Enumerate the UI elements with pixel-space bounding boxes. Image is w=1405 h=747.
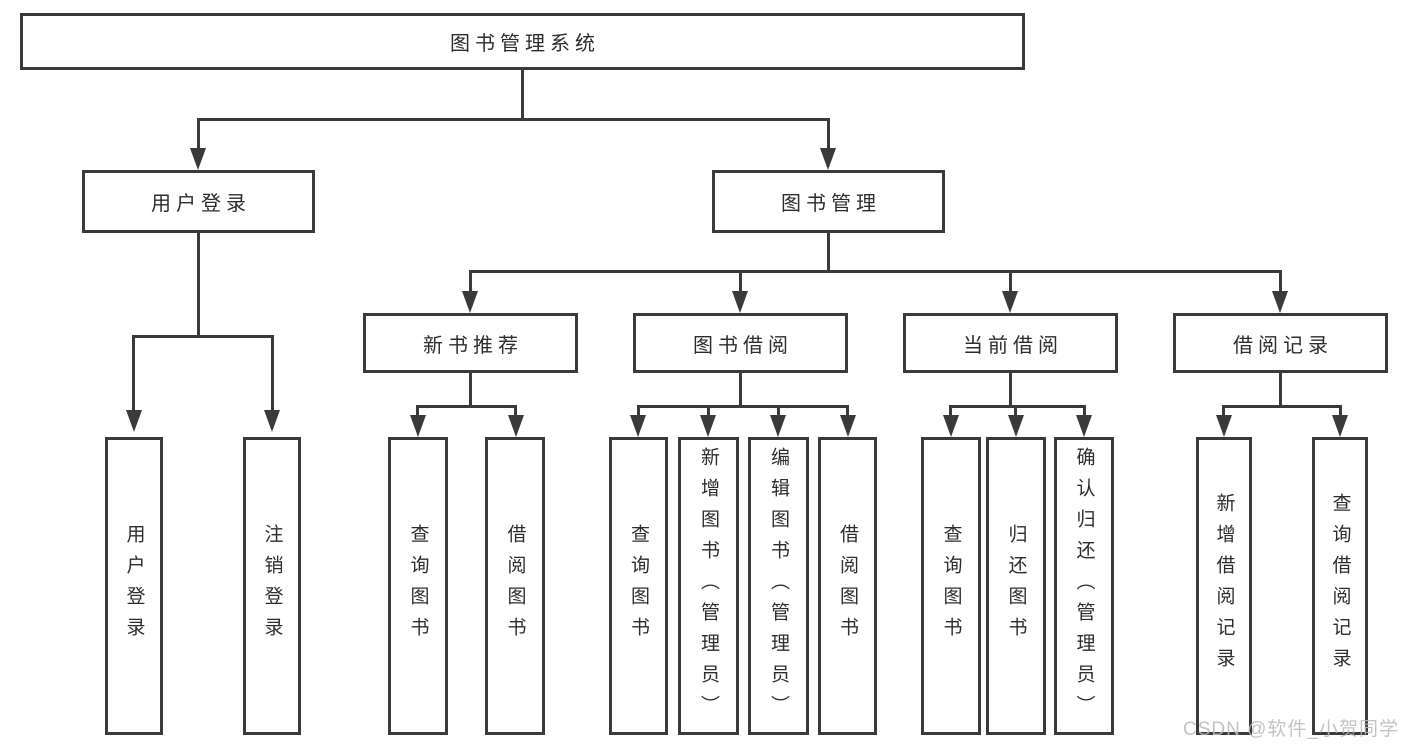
- leaf-edit-book-admin: 编辑图书（管理员）: [748, 437, 809, 735]
- arrowhead-down-icon: [1008, 415, 1024, 437]
- connector-shaft: [271, 335, 274, 412]
- node-label: 编辑图书（管理员）: [768, 446, 789, 726]
- leaf-borrow-books-recommend: 借阅图书: [485, 437, 545, 735]
- connector-level2-bar: [197, 118, 830, 121]
- arrowhead-down-icon: [840, 415, 856, 437]
- connector-shaft: [1083, 405, 1086, 419]
- leaf-confirm-return-admin: 确认归还（管理员）: [1054, 437, 1114, 735]
- connector-new-book-bar: [416, 405, 517, 408]
- arrowhead-down-icon: [508, 415, 524, 437]
- connector-shaft: [949, 405, 952, 419]
- node-label: 查询图书: [407, 524, 429, 648]
- connector-level3-bar: [469, 270, 1282, 273]
- connector-new-book-stub: [469, 373, 472, 405]
- connector-shaft: [637, 405, 640, 419]
- leaf-return-book: 归还图书: [986, 437, 1046, 735]
- connector-book-borrow-stub: [739, 373, 742, 405]
- connector-shaft: [1279, 270, 1282, 294]
- leaf-borrow-books: 借阅图书: [818, 437, 877, 735]
- arrowhead-down-icon: [462, 291, 478, 313]
- connector-current-borrow-bar: [949, 405, 1086, 408]
- connector-shaft: [469, 270, 472, 294]
- node-label: 新增借阅记录: [1213, 493, 1235, 679]
- arrowhead-down-icon: [264, 410, 280, 432]
- arrowhead-down-icon: [630, 415, 646, 437]
- node-label: 查询借阅记录: [1329, 493, 1351, 679]
- node-current-borrow: 当前借阅: [903, 313, 1118, 373]
- connector-shaft: [197, 118, 200, 150]
- leaf-query-books-borrow: 查询图书: [609, 437, 668, 735]
- node-label: 图书借阅: [693, 334, 793, 357]
- leaf-add-borrow-record: 新增借阅记录: [1196, 437, 1252, 735]
- node-label: 新增图书（管理员）: [698, 446, 719, 726]
- connector-borrow-records-bar: [1222, 405, 1342, 408]
- leaf-user-login: 用户登录: [105, 437, 163, 735]
- connector-shaft: [1222, 405, 1225, 419]
- node-label: 归还图书: [1005, 524, 1027, 648]
- connector-user-login-bar: [132, 335, 274, 338]
- node-label: 新书推荐: [423, 334, 523, 357]
- connector-shaft: [846, 405, 849, 419]
- arrowhead-down-icon: [1076, 415, 1092, 437]
- connector-borrow-records-stub: [1279, 373, 1282, 405]
- arrowhead-down-icon: [190, 148, 206, 170]
- connector-shaft: [707, 405, 710, 419]
- node-label: 查询图书: [940, 524, 962, 648]
- arrowhead-down-icon: [1272, 291, 1288, 313]
- node-label: 借阅图书: [837, 524, 858, 648]
- connector-shaft: [514, 405, 517, 419]
- connector-shaft: [1014, 405, 1017, 419]
- node-borrow-records: 借阅记录: [1173, 313, 1388, 373]
- node-label: 确认归还（管理员）: [1073, 446, 1095, 726]
- watermark: CSDN @软件_小贺同学: [1183, 719, 1399, 740]
- node-label: 当前借阅: [963, 334, 1063, 357]
- connector-book-borrow-bar: [637, 405, 849, 408]
- arrowhead-down-icon: [770, 415, 786, 437]
- arrowhead-down-icon: [820, 148, 836, 170]
- node-root: 图书管理系统: [20, 13, 1025, 70]
- node-label: 用户登录: [151, 193, 251, 215]
- node-book-management: 图书管理: [712, 170, 945, 233]
- arrowhead-down-icon: [943, 415, 959, 437]
- node-user-login: 用户登录: [82, 170, 315, 233]
- connector-shaft: [827, 118, 830, 150]
- arrowhead-down-icon: [732, 291, 748, 313]
- leaf-query-borrow-record: 查询借阅记录: [1312, 437, 1368, 735]
- arrowhead-down-icon: [1332, 415, 1348, 437]
- connector-shaft: [777, 405, 780, 419]
- arrowhead-down-icon: [1002, 291, 1018, 313]
- node-label: 用户登录: [123, 524, 145, 648]
- leaf-query-books-recommend: 查询图书: [388, 437, 448, 735]
- leaf-query-books-current: 查询图书: [921, 437, 981, 735]
- node-new-book-recommend: 新书推荐: [363, 313, 578, 373]
- connector-book-management-stub: [827, 233, 830, 272]
- node-book-borrow: 图书借阅: [633, 313, 848, 373]
- node-label: 图书管理: [781, 193, 881, 215]
- connector-user-login-stub: [197, 233, 200, 335]
- node-label: 借阅图书: [504, 524, 526, 648]
- connector-shaft: [132, 335, 135, 412]
- node-label: 查询图书: [628, 524, 649, 648]
- node-label: 图书管理系统: [450, 33, 600, 55]
- connector-shaft: [739, 270, 742, 294]
- leaf-add-book-admin: 新增图书（管理员）: [678, 437, 739, 735]
- connector-current-borrow-stub: [1009, 373, 1012, 405]
- connector-shaft: [416, 405, 419, 419]
- connector-shaft: [1009, 270, 1012, 294]
- connector-shaft: [1339, 405, 1342, 419]
- arrowhead-down-icon: [410, 415, 426, 437]
- leaf-logout: 注销登录: [243, 437, 301, 735]
- arrowhead-down-icon: [700, 415, 716, 437]
- arrowhead-down-icon: [126, 410, 142, 432]
- node-label: 借阅记录: [1233, 334, 1333, 357]
- node-label: 注销登录: [261, 524, 283, 648]
- connector-root-stub: [521, 68, 524, 118]
- arrowhead-down-icon: [1216, 415, 1232, 437]
